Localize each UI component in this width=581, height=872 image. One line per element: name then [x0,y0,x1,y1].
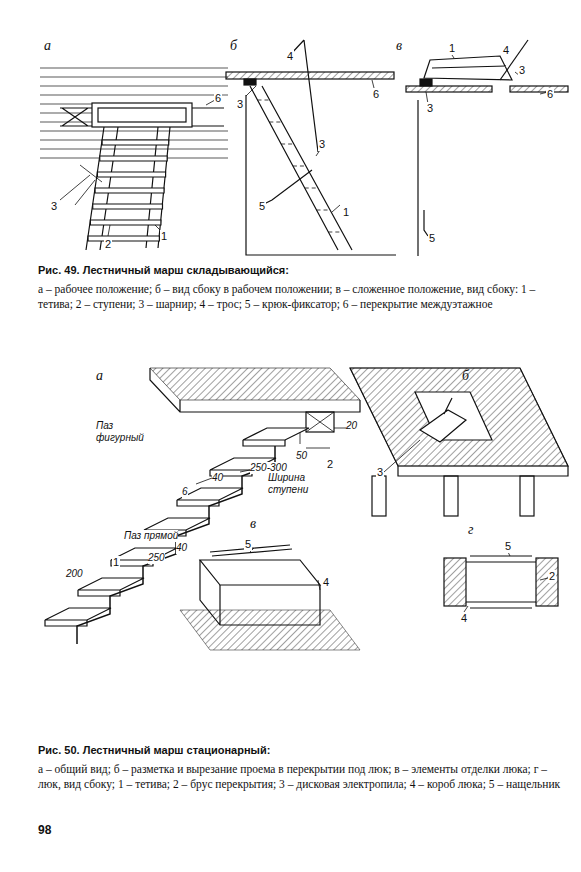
callout-number: 5 [504,540,512,553]
callout-number: 4 [322,576,330,589]
hatch-cutting [350,368,568,516]
callout-number: 5 [244,538,252,551]
tread [305,188,317,189]
dimension-label: 6 [182,486,188,498]
figure-caption: Рис. 49. Лестничный марш складывающийся: [38,264,289,277]
tread [93,204,163,209]
callout-number: 4 [286,50,294,63]
folding-stair-folded [406,40,568,256]
dimension-label: Ширина ступени [268,472,316,495]
callout-number: 2 [326,458,334,471]
board-line [40,149,228,150]
tread [144,518,210,530]
callout-number: 1 [342,206,350,219]
board-line [40,122,92,123]
tread [90,220,161,225]
board-line [40,104,92,105]
tread [95,188,164,193]
folding-stair-view [40,68,228,250]
dimension-label: 200 [66,568,83,580]
callout-number: 6 [546,88,554,101]
folding-stair-side [226,40,396,255]
tread [45,608,111,620]
tread [100,156,167,161]
figure-letter: б [462,368,469,384]
figure-letter: г [468,522,473,538]
board-line [40,68,228,69]
callout-number: 1 [160,230,168,243]
figure-letter: а [96,368,103,384]
tread [328,232,340,233]
board-line [40,113,92,114]
tread [97,172,165,177]
callout-number: 3 [50,200,58,213]
hatch-section [444,552,558,612]
tread-edge [243,440,285,446]
board-line [40,77,228,78]
callout-number: 4 [460,612,468,625]
callout-number: 3 [518,64,526,77]
callout-number: 5 [428,232,436,245]
tread [243,428,309,440]
tread [293,166,305,167]
callout-number: 4 [502,44,510,57]
callout-number: 3 [318,138,326,151]
stationary-stair [45,368,360,644]
tread [102,140,169,145]
tread [111,548,177,560]
callout-number: 6 [372,88,380,101]
tread [78,578,144,590]
figure-letter: б [230,38,237,54]
tread [281,144,293,145]
board-line [40,131,228,132]
callout-number: 1 [112,556,120,569]
tread [269,122,281,123]
callout-number: 6 [214,92,222,105]
dimension-label: 40 [176,542,187,554]
callout-number: 2 [104,238,112,251]
board-line [40,95,228,96]
dimension-label: 50 [296,450,307,462]
tread [258,100,270,101]
floor-boards [40,68,228,158]
page-number: 98 [38,824,51,838]
dimension-label: Паз фигурный [96,420,146,443]
figure-caption: а – рабочее положение; б – вид сбоку в р… [38,282,568,312]
dimension-label: 250 [148,552,165,564]
figure-letter: а [44,38,51,54]
tread [317,210,329,211]
callout-number: 5 [258,200,266,213]
dimension-label: 40 [212,472,223,484]
figure-caption: а – общий вид; б – разметка и вырезание … [38,762,568,792]
dimension-label: 20 [346,420,357,432]
hatch-trim [180,545,360,650]
treads [88,140,169,241]
callout-number: 3 [426,102,434,115]
callout-number: 2 [548,570,556,583]
board-line [40,86,228,87]
figure-letter: в [250,516,256,532]
dimension-label: Паз прямой [124,530,178,542]
tread [88,236,159,241]
treads [258,100,341,232]
callout-number: 3 [236,98,244,111]
callout-number: 3 [376,466,384,479]
figure-letter: в [396,38,402,54]
callout-number: 1 [448,42,456,55]
figure-caption: Рис. 50. Лестничный марш стационарный: [38,744,270,757]
